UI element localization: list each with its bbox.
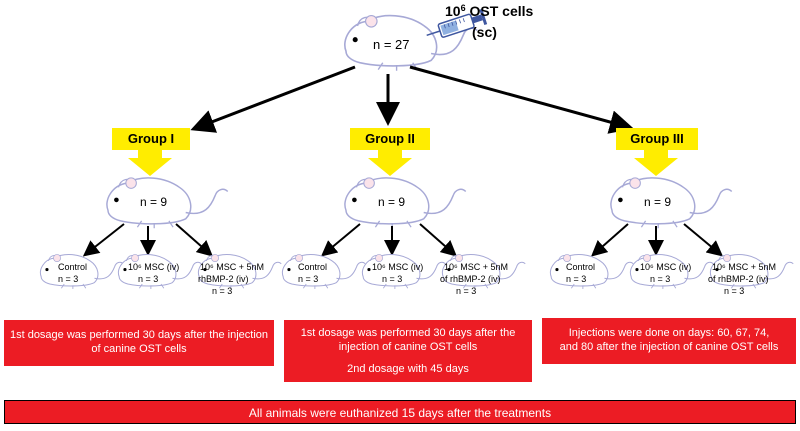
cells-label: 106 OST cells [445,3,534,19]
group-3-down-arrow [634,150,678,176]
group-2-n-label: n = 9 [378,195,405,209]
g1-arrow-control [82,223,125,257]
arrow-group-3 [409,65,634,134]
g1-arrow-bmp [175,223,213,257]
g2-arrow-bmp [419,223,457,257]
group-3-note: Injections were done on days: 60, 67, 74… [542,318,796,364]
g2-arrow-control [320,223,361,257]
g3-msc-label: 10⁶ MSC (iv) n = 3 [640,262,694,284]
group-2-mouse-icon [344,177,467,229]
g3-arrow-bmp [683,223,724,257]
group-3-mouse-icon [610,177,733,229]
g1-control-label: Control n = 3 [58,262,90,284]
g2-control-label: Control n = 3 [298,262,330,284]
g2-bmp-label: 10⁶ MSC + 5nM of rhBMP-2 (iv) n = 3 [440,262,511,296]
g2-msc-label: 10⁶ MSC (iv) n = 3 [372,262,426,284]
top-n-label: n = 27 [373,37,410,52]
g1-msc-label: 10⁶ MSC (iv) n = 3 [128,262,182,284]
route-label: (sc) [472,24,497,40]
group-3-title: Group III [616,128,698,150]
group-2-title: Group II [350,128,430,150]
arrow-group-1 [190,65,356,133]
group-1-title: Group I [112,128,190,150]
group-1-down-arrow [128,150,172,176]
group-2-note: 1st dosage was performed 30 days after t… [284,320,532,382]
g1-bmp-label: 10⁶ MSC + 5nM rhBMP-2 (iv) n = 3 [198,262,267,296]
g3-arrow-control [591,223,629,257]
group-1-mouse-icon [106,177,229,229]
group-1-note: 1st dosage was performed 30 days after t… [4,320,274,366]
group-1-n-label: n = 9 [140,195,167,209]
group-3-n-label: n = 9 [644,195,671,209]
g3-bmp-label: 10⁶ MSC + 5nM of rhBMP-2 (iv) n = 3 [708,262,779,296]
g3-control-label: Control n = 3 [566,262,598,284]
footer-banner: All animals were euthanized 15 days afte… [4,400,796,424]
group-2-down-arrow [368,150,412,176]
